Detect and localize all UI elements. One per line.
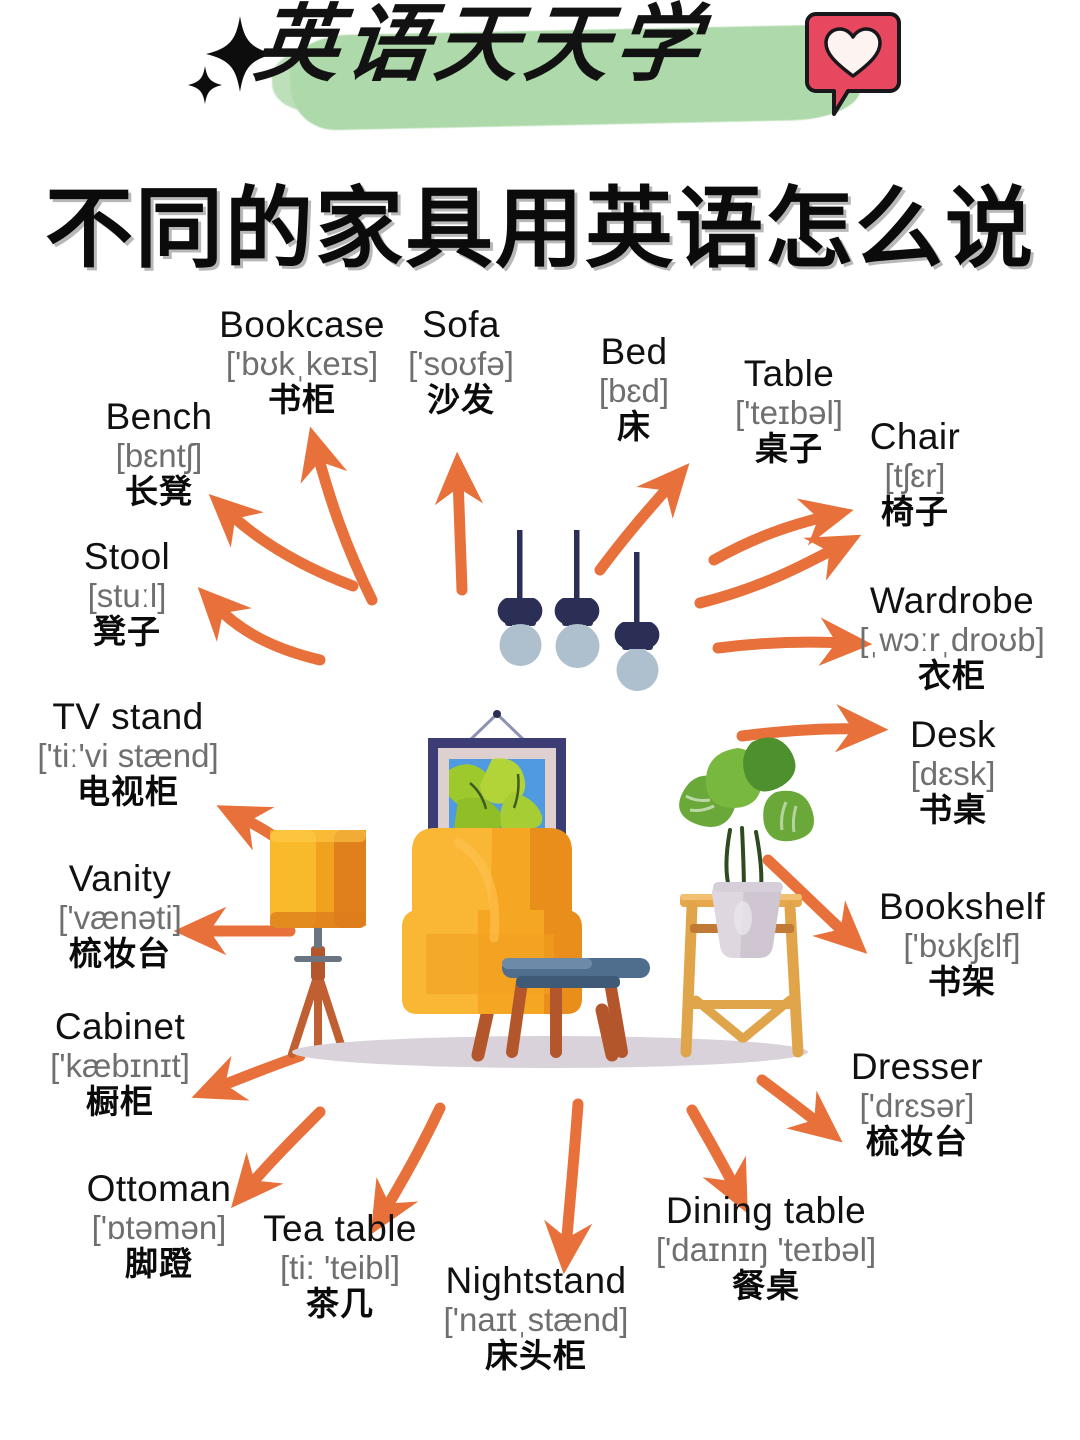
label-table[interactable]: Table ['teɪbəl] 桌子: [700, 355, 878, 465]
label-cn: 餐桌: [732, 1267, 800, 1304]
label-en: Table: [743, 353, 835, 394]
label-ipa: [dɛsk]: [910, 755, 996, 792]
header-banner: 英语天天学: [0, 0, 1080, 150]
label-en: Ottoman: [86, 1168, 232, 1209]
label-en: Bench: [105, 396, 213, 437]
arrow-tea-table: [370, 1102, 446, 1235]
label-cn: 床: [617, 408, 651, 445]
label-cn: 梳妆台: [69, 935, 171, 972]
label-cn: 电视柜: [77, 773, 179, 810]
coffee-table: [502, 958, 650, 1058]
label-ipa: ['ɒtəmən]: [91, 1209, 227, 1246]
label-en: Vanity: [68, 858, 172, 899]
pendant-lamp-center: [554, 530, 600, 668]
pendant-lamp-right: [614, 552, 660, 691]
label-ipa: [ˌwɔːrˌdroʊb]: [859, 621, 1045, 658]
label-dresser[interactable]: Dresser ['drɛsər] 梳妆台: [828, 1048, 1006, 1158]
label-en: Nightstand: [445, 1260, 627, 1301]
label-en: Sofa: [422, 304, 500, 345]
label-vanity[interactable]: Vanity ['vænəti] 梳妆台: [30, 860, 210, 970]
label-desk[interactable]: Desk [dɛsk] 书桌: [878, 716, 1028, 826]
arrow-ottoman: [230, 1106, 326, 1209]
heart-speech-bubble-icon: [805, 12, 901, 116]
label-bookshelf[interactable]: Bookshelf ['bʊkʃɛlf] 书架: [862, 888, 1062, 998]
label-en: Dining table: [665, 1190, 867, 1231]
label-cn: 椅子: [881, 493, 949, 530]
sparkle-icon: [188, 16, 274, 104]
label-ottoman[interactable]: Ottoman ['ɒtəmən] 脚蹬: [66, 1170, 252, 1280]
label-ipa: ['drɛsər]: [859, 1087, 975, 1124]
label-cn: 长凳: [125, 473, 193, 510]
potted-plant: [679, 737, 814, 958]
label-wardrobe[interactable]: Wardrobe [ˌwɔːrˌdroʊb] 衣柜: [836, 582, 1068, 692]
label-sofa[interactable]: Sofa ['soʊfə] 沙发: [380, 306, 542, 416]
label-en: Bookcase: [219, 304, 385, 345]
label-ipa: [stuːl]: [87, 577, 167, 614]
label-cn: 书柜: [268, 381, 336, 418]
label-cn: 茶几: [306, 1285, 374, 1322]
label-ipa: ['naɪtˌstænd]: [443, 1301, 629, 1338]
label-cn: 沙发: [427, 381, 495, 418]
label-ipa: [tʃɛr]: [884, 457, 946, 494]
page-title: 不同的家具用英语怎么说: [44, 179, 1035, 278]
arrow-dining-table: [686, 1104, 748, 1214]
label-en: Stool: [83, 536, 171, 577]
label-bookcase[interactable]: Bookcase ['bʊkˌkeɪs] 书柜: [182, 306, 422, 416]
pendant-lamp-left: [497, 530, 543, 666]
label-cn: 脚蹬: [125, 1245, 193, 1282]
label-cn: 凳子: [93, 613, 161, 650]
armchair: [402, 828, 619, 1062]
label-en: Desk: [910, 714, 996, 755]
label-tv-stand[interactable]: TV stand ['tiː'vi stænd] 电视柜: [8, 698, 248, 808]
label-cn: 橱柜: [86, 1083, 154, 1120]
label-ipa: [ti: 'teibl]: [279, 1249, 400, 1286]
label-en: Bed: [600, 331, 668, 372]
label-en: TV stand: [52, 696, 204, 737]
label-ipa: [bɛd]: [598, 372, 670, 409]
label-cn: 桌子: [755, 430, 823, 467]
label-bed[interactable]: Bed [bɛd] 床: [566, 333, 702, 443]
label-cn: 书桌: [919, 791, 987, 828]
label-en: Cabinet: [54, 1006, 186, 1047]
label-ipa: ['soʊfə]: [408, 345, 514, 382]
label-en: Wardrobe: [869, 580, 1035, 621]
living-room-illustration: [270, 530, 814, 1068]
label-en: Bookshelf: [878, 886, 1046, 927]
label-ipa: ['bʊkʃɛlf]: [903, 927, 1021, 964]
label-en: Tea table: [263, 1208, 417, 1249]
label-ipa: ['bʊkˌkeɪs]: [225, 345, 379, 382]
label-en: Chair: [869, 416, 961, 457]
label-ipa: ['tiː'vi stænd]: [37, 737, 219, 774]
label-nightstand[interactable]: Nightstand ['naɪtˌstænd] 床头柜: [428, 1262, 644, 1372]
label-cn: 床头柜: [485, 1337, 587, 1374]
brand-title: 英语天天学: [250, 0, 710, 92]
arrow-nightstand: [544, 1098, 593, 1275]
label-bench[interactable]: Bench [bɛntʃ] 长凳: [78, 398, 240, 508]
label-tea-table[interactable]: Tea table [ti: 'teibl] 茶几: [248, 1210, 432, 1320]
label-cn: 书架: [928, 963, 996, 1000]
label-dining-table[interactable]: Dining table ['daɪnɪŋ 'teɪbəl] 餐桌: [646, 1192, 886, 1302]
label-cn: 梳妆台: [866, 1123, 968, 1160]
label-ipa: ['kæbɪnɪt]: [50, 1047, 190, 1084]
label-en: Dresser: [850, 1046, 984, 1087]
tripod-floor-lamp: [270, 830, 366, 1058]
label-ipa: ['teɪbəl]: [735, 394, 843, 431]
label-cn: 衣柜: [918, 657, 986, 694]
label-ipa: ['daɪnɪŋ 'teɪbəl]: [655, 1231, 877, 1268]
label-stool[interactable]: Stool [stuːl] 凳子: [42, 538, 212, 648]
label-cabinet[interactable]: Cabinet ['kæbɪnɪt] 橱柜: [22, 1008, 218, 1118]
label-ipa: [bɛntʃ]: [115, 437, 203, 474]
label-chair[interactable]: Chair [tʃɛr] 椅子: [840, 418, 990, 528]
label-ipa: ['vænəti]: [58, 899, 182, 936]
